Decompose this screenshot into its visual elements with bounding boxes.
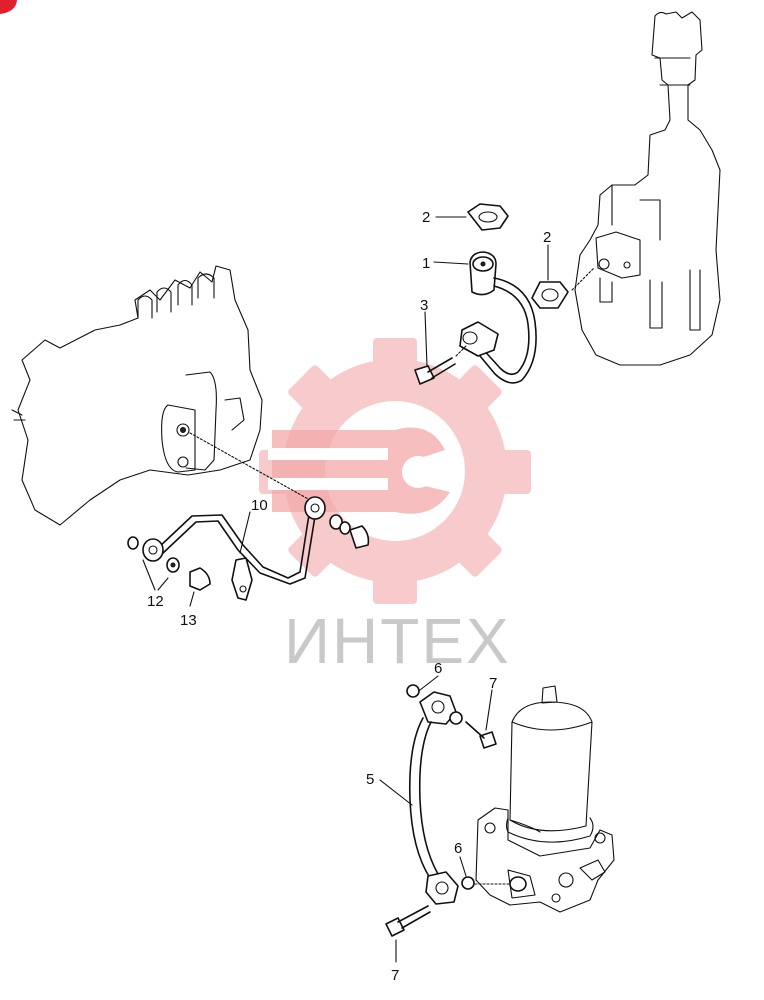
fuel-pipe-5	[385, 684, 511, 937]
callout-6-bottom: 6	[454, 840, 462, 857]
callout-5: 5	[366, 771, 374, 788]
leader-lines	[379, 216, 549, 963]
injection-pump	[11, 265, 263, 526]
callout-3: 3	[420, 297, 428, 314]
fuel-filter	[475, 685, 615, 913]
callout-13: 13	[180, 612, 197, 629]
callout-1: 1	[422, 255, 430, 272]
callout-6-top: 6	[434, 660, 442, 677]
washers-12	[127, 536, 180, 591]
gear-wrench-logo-icon	[259, 338, 531, 604]
callout-2-top: 2	[422, 209, 430, 226]
fuel-pipe-10	[142, 432, 370, 601]
governor-housing	[574, 11, 721, 366]
callout-2-right: 2	[543, 229, 551, 246]
callout-7-bottom: 7	[391, 967, 399, 984]
callout-10: 10	[251, 497, 268, 514]
corner-badge-icon	[0, 0, 17, 14]
cap-nut-13	[189, 567, 211, 607]
callout-12: 12	[147, 593, 164, 610]
watermark-text: ИНТЕХ	[284, 605, 511, 677]
callout-7-top: 7	[489, 675, 497, 692]
return-pipe-assembly	[414, 203, 595, 385]
